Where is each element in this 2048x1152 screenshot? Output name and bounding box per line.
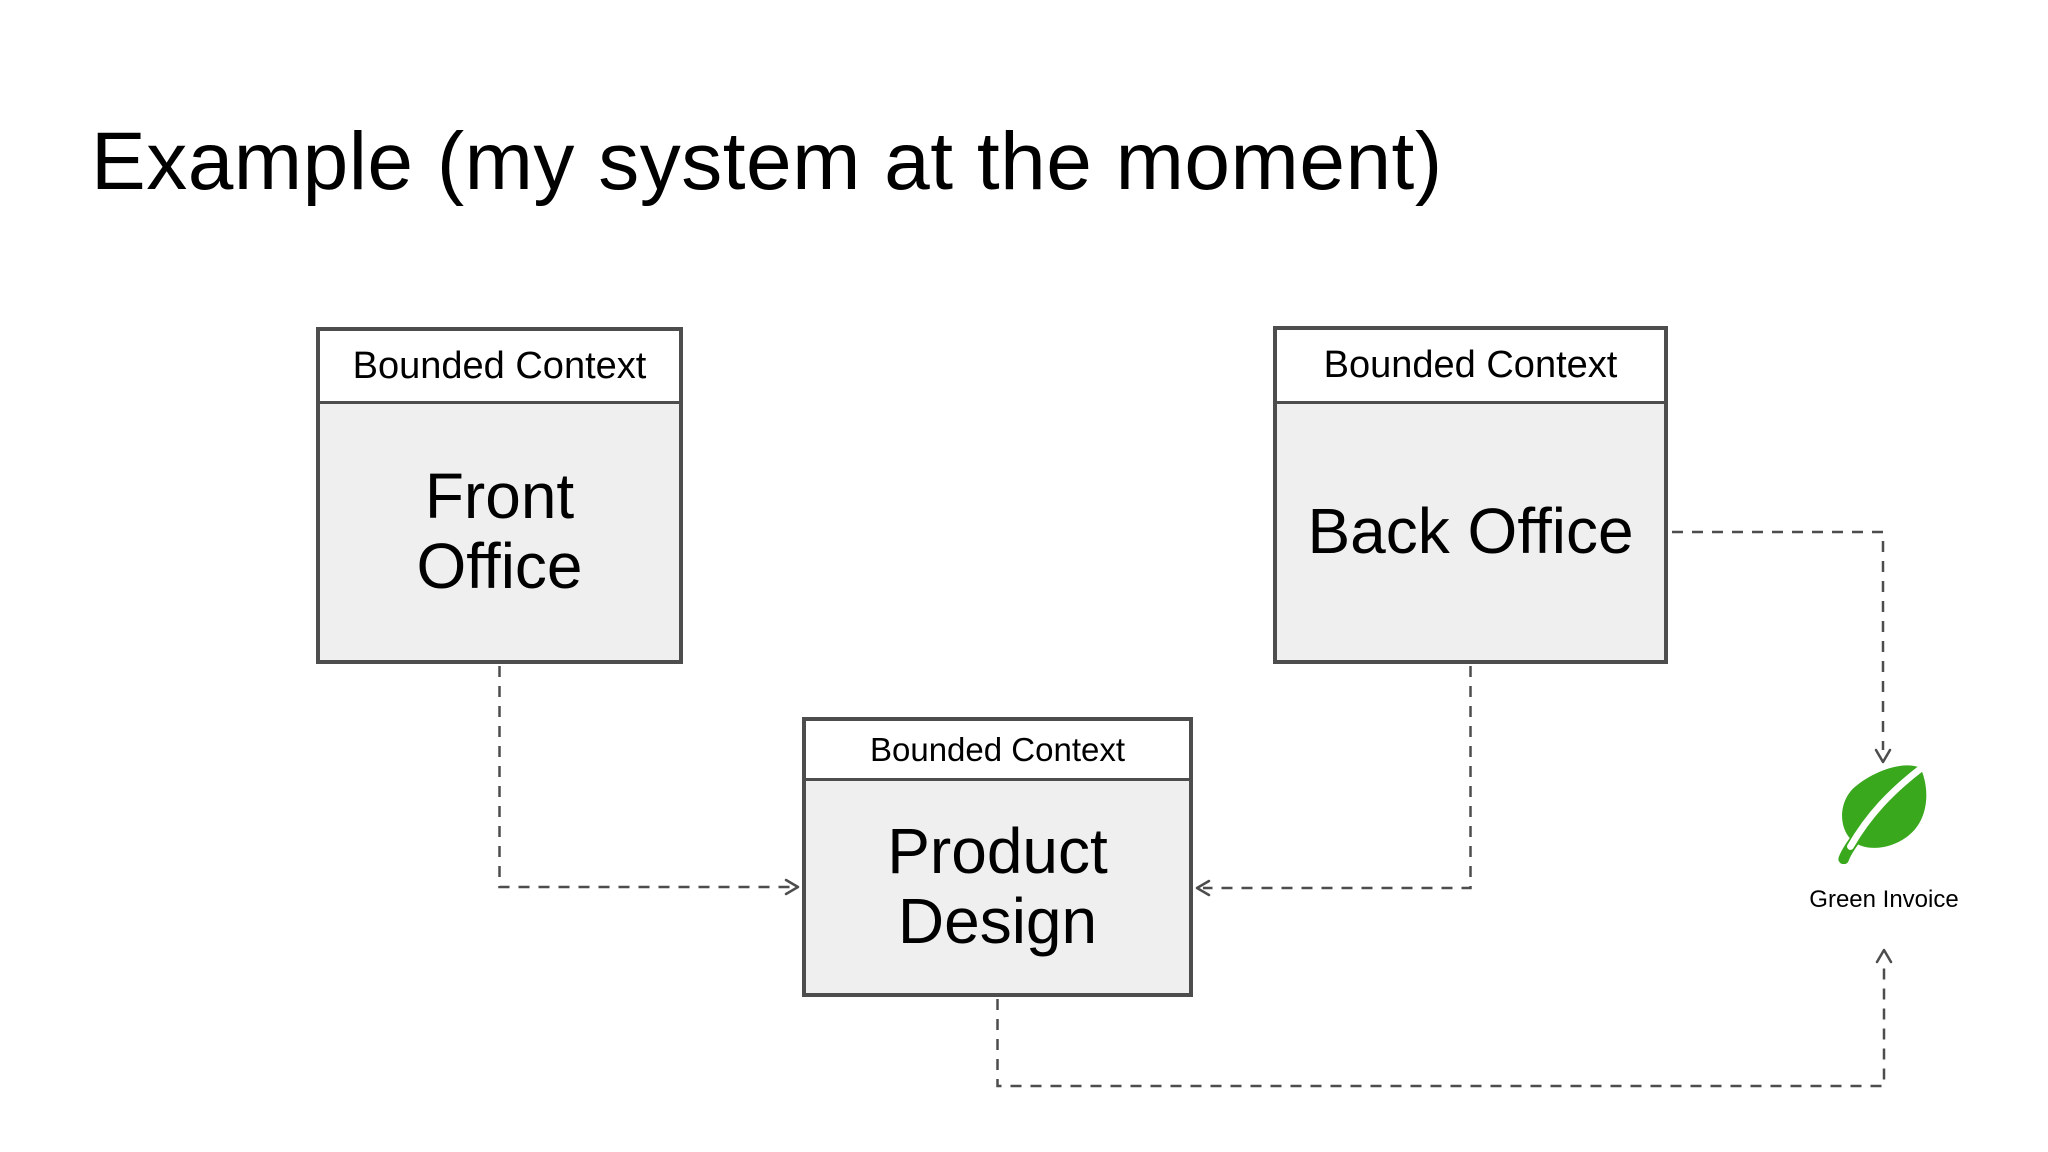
bounded-context-body: Product Design [806, 781, 1189, 993]
context-name-product-design: Product Design [887, 815, 1108, 957]
connector-front-office-to-product-design [498, 666, 792, 889]
bounded-context-header-label: Bounded Context [1323, 344, 1618, 386]
bounded-context-body: Back Office [1277, 404, 1664, 660]
bounded-context-header-label: Bounded Context [352, 344, 647, 387]
bounded-context-front-office: Bounded Context Front Office [316, 327, 683, 664]
bounded-context-product-design: Bounded Context Product Design [802, 717, 1193, 997]
external-system-label: Green Invoice [1809, 886, 1959, 913]
bounded-context-header: Bounded Context [1277, 330, 1664, 404]
bounded-context-header: Bounded Context [806, 721, 1189, 781]
arrowhead-left-icon [1195, 879, 1211, 897]
connector-back-office-to-green-invoice [1672, 530, 1885, 750]
page-title: Example (my system at the moment) [91, 116, 1443, 207]
connector-back-office-to-product-design [1203, 666, 1472, 890]
leaf-icon [1838, 765, 1927, 864]
context-name-back-office: Back Office [1307, 495, 1634, 568]
bounded-context-body: Front Office [320, 404, 679, 660]
bounded-context-back-office: Bounded Context Back Office [1273, 326, 1668, 664]
context-name-front-office: Front Office [416, 460, 583, 602]
arrowhead-right-icon [784, 878, 800, 896]
bounded-context-header-label: Bounded Context [869, 730, 1126, 768]
leaf-vein [1847, 765, 1924, 850]
external-system-green-invoice: Green Invoice [1784, 760, 1984, 914]
bounded-context-header: Bounded Context [320, 331, 679, 404]
arrowhead-up-icon [1875, 948, 1893, 964]
